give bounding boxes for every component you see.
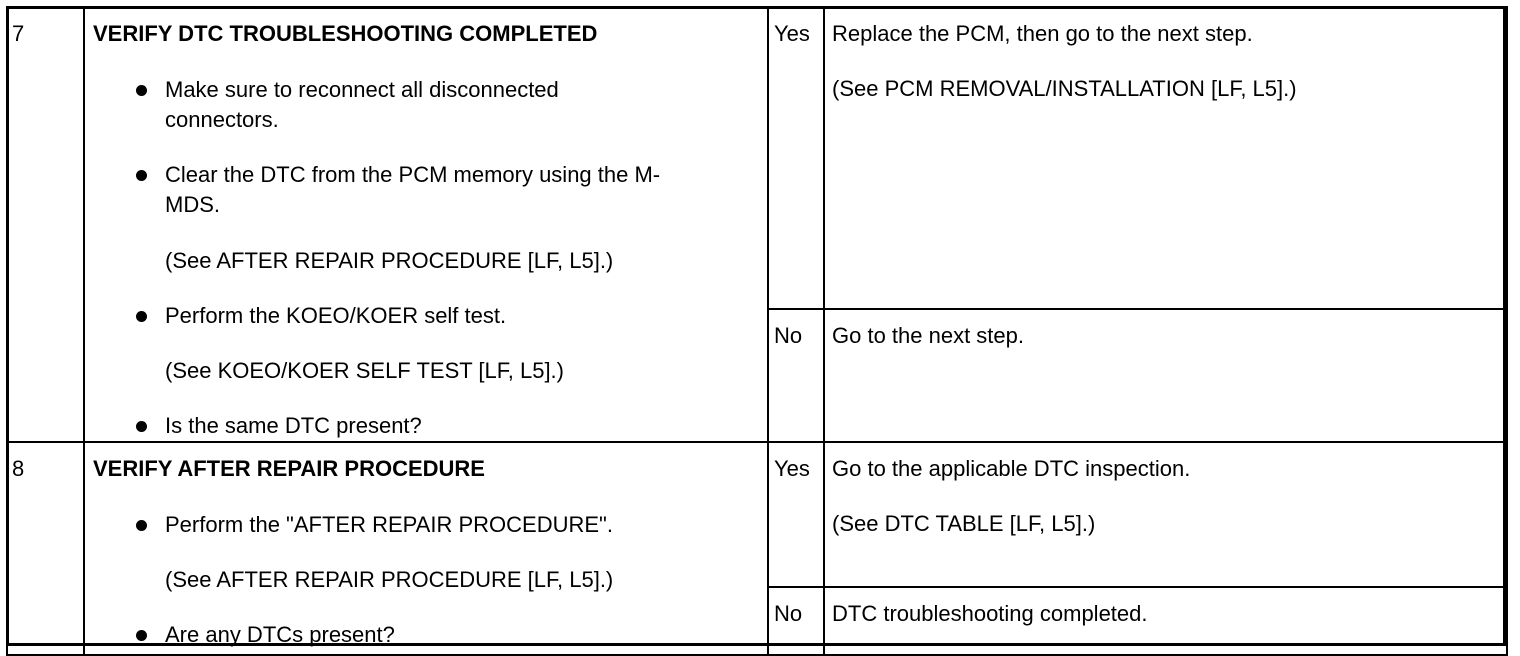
- action-cell: Go to the next step.: [823, 308, 1508, 443]
- bullet-icon: [136, 311, 147, 322]
- bullet-item: Perform the "AFTER REPAIR PROCEDURE".: [93, 510, 757, 540]
- bullet-icon: [136, 85, 147, 96]
- step-title: VERIFY DTC TROUBLESHOOTING COMPLETED: [93, 21, 598, 46]
- bullet-text: Make sure to reconnect all disconnected …: [165, 77, 559, 132]
- bullet-item: Perform the KOEO/KOER self test.: [93, 301, 757, 331]
- action-text: Go to the applicable DTC inspection.: [832, 456, 1191, 481]
- bullet-text: Are any DTCs present?: [165, 622, 395, 647]
- bullet-icon: [136, 630, 147, 641]
- bullet-item: Is the same DTC present?: [93, 411, 757, 441]
- answer-no: No: [767, 308, 825, 443]
- step-number: 7: [6, 6, 85, 443]
- step-title: VERIFY AFTER REPAIR PROCEDURE: [93, 456, 485, 481]
- bullet-icon: [136, 520, 147, 531]
- bullet-note: (See KOEO/KOER SELF TEST [LF, L5].): [165, 358, 564, 383]
- action-cell: DTC troubleshooting completed.: [823, 586, 1508, 656]
- action-note: (See DTC TABLE [LF, L5].): [832, 511, 1096, 536]
- step-7-yes-row: 7 VERIFY DTC TROUBLESHOOTING COMPLETED M…: [6, 5, 1508, 443]
- step-number: 8: [6, 441, 85, 656]
- bullet-text: Perform the "AFTER REPAIR PROCEDURE".: [165, 512, 613, 537]
- bullet-note: (See AFTER REPAIR PROCEDURE [LF, L5].): [165, 248, 614, 273]
- step-body: VERIFY AFTER REPAIR PROCEDURE Perform th…: [83, 441, 769, 656]
- action-text: Go to the next step.: [832, 323, 1025, 349]
- bullet-note: (See AFTER REPAIR PROCEDURE [LF, L5].): [165, 567, 614, 592]
- bullet-item: Clear the DTC from the PCM memory using …: [93, 160, 705, 220]
- action-cell: Replace the PCM, then go to the next ste…: [823, 5, 1508, 311]
- action-cell: Go to the applicable DTC inspection. (Se…: [823, 441, 1508, 588]
- bullet-item: Make sure to reconnect all disconnected …: [93, 75, 625, 135]
- answer-no: No: [767, 586, 825, 656]
- action-note: (See PCM REMOVAL/INSTALLATION [LF, L5].): [832, 76, 1297, 101]
- answer-yes: Yes: [767, 441, 825, 588]
- step-7-no-row: No Go to the next step.: [7, 308, 1508, 443]
- step-body: VERIFY DTC TROUBLESHOOTING COMPLETED Mak…: [83, 6, 769, 443]
- action-text: DTC troubleshooting completed.: [832, 601, 1148, 626]
- bullet-icon: [136, 421, 147, 432]
- bullet-icon: [136, 170, 147, 181]
- step-8-yes-row: 8 VERIFY AFTER REPAIR PROCEDURE Perform …: [6, 441, 1508, 656]
- bullet-text: Perform the KOEO/KOER self test.: [165, 303, 507, 328]
- bullet-text: Is the same DTC present?: [165, 413, 422, 438]
- action-text: Replace the PCM, then go to the next ste…: [832, 21, 1253, 46]
- troubleshooting-table-frame: 7 VERIFY DTC TROUBLESHOOTING COMPLETED M…: [6, 5, 1508, 656]
- bullet-text: Clear the DTC from the PCM memory using …: [165, 162, 661, 217]
- troubleshooting-table: 7 VERIFY DTC TROUBLESHOOTING COMPLETED M…: [6, 5, 1508, 656]
- bullet-item: Are any DTCs present?: [93, 620, 757, 650]
- answer-yes: Yes: [767, 5, 825, 311]
